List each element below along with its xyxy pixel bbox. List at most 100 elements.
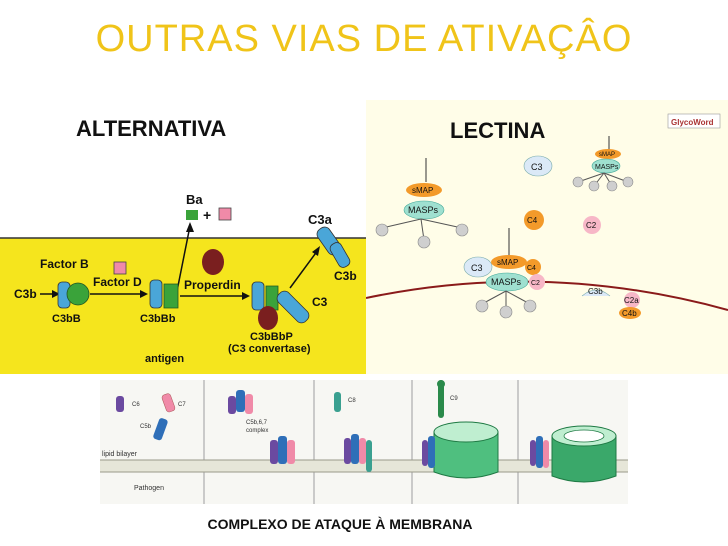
mbl-left-arm-1 [381,218,422,229]
c4b-icon [619,307,641,319]
c4-mid-icon [524,210,544,230]
p4-c5b-icon [428,436,435,468]
c6-icon [116,396,124,412]
pathogen-label: Pathogen [134,485,164,492]
smap-center-icon [491,255,527,269]
c2a-icon [624,292,640,308]
c5b67-c7-icon [245,394,253,414]
mbl-top-head-3 [606,180,618,192]
lectin-pathway-panel: LECTINA GlycoWord sMAP MASPs sMAP MASPs [365,100,728,374]
c3bb-factor-b-icon [66,282,90,306]
factor-d-square-icon [113,261,127,275]
arrow-head-c3bbbp [242,292,250,300]
lectin-pathway-diagram: LECTINA GlycoWord sMAP MASPs sMAP MASPs [365,113,728,319]
lipid-bilayer-label: lipid bilayer [102,451,138,458]
mbl-center-head-2 [499,305,513,319]
c4-mid-label: C4 [527,216,538,225]
mbl-left-arm-3 [420,218,463,229]
c3-molecule-icon [276,290,310,324]
c2a-label: C2a [624,296,639,305]
mbl-center-head-3 [523,299,537,313]
c3bbbp-label: C3bBbP [250,331,293,343]
cell-membrane [365,280,728,311]
arrow-head-ba [186,222,194,232]
c7-label: C7 [178,402,186,408]
c9-head-icon [437,380,445,388]
c3bbbp-bb-part-icon [265,285,279,311]
smap-left-label: sMAP [412,186,433,195]
p3-c8-icon [366,440,372,472]
c3b-left-label: C3b [14,287,37,301]
c6-label: C6 [132,402,140,408]
c4-center-label: C4 [527,265,536,272]
c5b67-c5b-icon [236,390,245,412]
masps-top-label: MASPs [595,164,619,171]
c3b-right-molecule-icon [329,242,351,268]
mac-caption: COMPLEXO DE ATAQUE À MEMBRANA [207,516,473,532]
glycoword-logo [667,113,721,129]
c3b-right-label: C3b [334,269,357,283]
inserted-c5b-icon [278,436,287,464]
mbl-left-head-3 [455,223,469,237]
complex-label: complex [246,428,268,434]
lectin-heading: LECTINA [450,118,545,143]
alternative-pathway-panel: ALTERNATIVA Ba + C3a Factor B Factor D C… [0,100,367,374]
c3-convertase-label: (C3 convertase) [228,343,311,355]
p5-c7-icon [543,440,549,468]
c8-label: C8 [348,398,356,404]
c7-icon [161,393,176,413]
p3-c7-icon [359,438,366,464]
masps-top-icon [591,158,621,174]
c3bb-label: C3bB [52,313,81,325]
plus-label: + [203,207,211,223]
mbl-top-head-2 [588,180,600,192]
c3bbb-bb-part-icon [163,283,179,309]
factor-b-label: Factor B [40,257,89,271]
c5b-icon [153,418,168,441]
c2-mid-icon [583,216,601,234]
mac-diagram: lipid bilayer Pathogen C6 C7 C5b C5b,6,7… [100,380,628,504]
c2-center-icon [529,274,545,290]
alternative-heading: ALTERNATIVA [76,116,226,141]
arrow-to-c3a [289,249,319,289]
smap-left-icon [406,183,442,197]
c9-label: C9 [450,396,458,402]
masps-center-label: MASPs [491,277,522,287]
c5b67-c6-icon [228,396,236,414]
alternative-pathway-diagram: ALTERNATIVA Ba + C3a Factor B Factor D C… [0,116,366,374]
c3-top-icon [523,155,553,177]
ba-fragment-icon [186,210,198,220]
c5b67-label: C5b,6,7 [246,420,268,426]
p5-c5b-icon [536,436,543,468]
c3a-label: C3a [308,212,333,227]
c9-icon [438,380,444,418]
page-title: OUTRAS VIAS DE ATIVAÇÂO [95,18,633,60]
p5-c6-icon [530,440,536,466]
smap-top-label: sMAP [599,152,615,158]
c3bbb-c3b-part-icon [149,279,163,309]
masps-left-icon [403,200,445,220]
mbl-left-head-2 [417,235,431,249]
p3-c6-icon [344,438,351,464]
c3-low-label: C3 [471,263,483,273]
mbl-top-head-4 [622,176,634,188]
antigen-label: antigen [145,353,184,365]
c9-pore-top-icon [433,421,499,443]
glycoword-logo-text: GlycoWord [671,118,714,127]
mbl-top-head-1 [572,176,584,188]
c3bbb-label: C3bBb [140,313,176,325]
smap-center-label: sMAP [497,258,518,267]
arrow-head-c3a [312,246,320,256]
smap-top-icon [595,149,621,159]
c3b-label: C3b [588,287,603,296]
c3b-bound-icon [581,289,611,297]
factor-d-label: Factor D [93,275,142,289]
c8-icon [334,392,341,412]
inserted-c7-icon [287,440,295,464]
arrow-head-c3bbb [140,290,148,298]
masps-left-label: MASPs [408,205,439,215]
mac-pore-channel-icon [563,429,605,443]
ba-label: Ba [186,192,203,207]
c3-top-label: C3 [531,162,543,172]
p3-c5b-icon [351,434,359,464]
